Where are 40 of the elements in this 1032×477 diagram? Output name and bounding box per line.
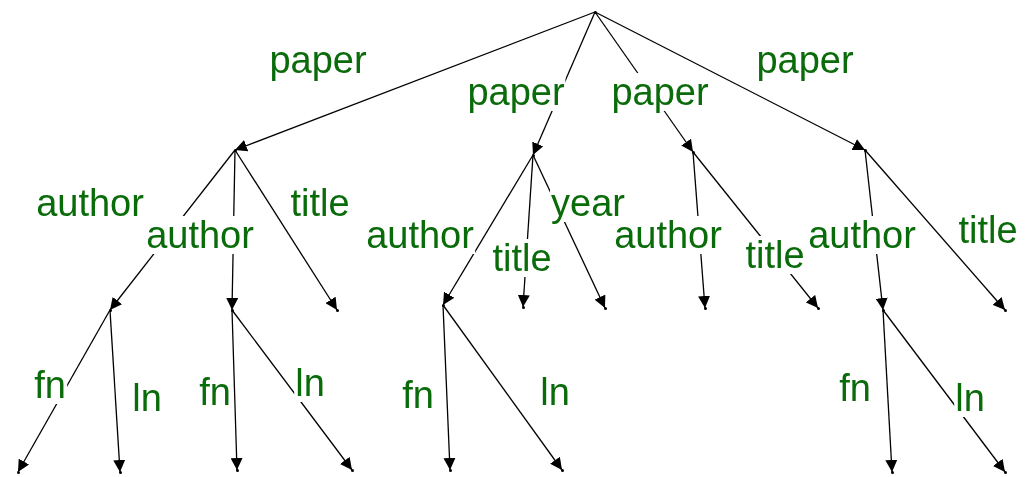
branch-point xyxy=(350,468,354,472)
branch-point xyxy=(703,306,707,310)
branch-point xyxy=(816,306,820,310)
branch-point xyxy=(863,148,867,152)
arrow xyxy=(864,149,1006,311)
branch-point xyxy=(448,468,452,472)
branch-point xyxy=(521,305,525,309)
arrow xyxy=(442,154,534,306)
branch-point xyxy=(118,470,122,474)
branch-point xyxy=(691,150,695,154)
branch-point xyxy=(890,470,894,474)
branch-point xyxy=(230,308,234,312)
edge-label: author xyxy=(145,216,255,254)
arrow xyxy=(882,309,898,473)
branch-point xyxy=(603,306,607,310)
branch-point xyxy=(233,148,237,152)
edge-label: title xyxy=(491,239,553,277)
branch-point xyxy=(881,308,885,312)
branch-point xyxy=(1003,470,1007,474)
branch-point xyxy=(335,308,339,312)
arrow xyxy=(882,309,1006,473)
branch-point xyxy=(560,468,564,472)
branch-point xyxy=(531,153,535,157)
arrow xyxy=(231,309,353,471)
branch-point xyxy=(593,10,597,14)
arrow xyxy=(109,309,126,473)
arrow xyxy=(442,304,563,471)
arrow xyxy=(234,11,596,152)
branch-point xyxy=(16,470,20,474)
arrow xyxy=(17,309,111,473)
branch-point xyxy=(235,468,239,472)
arrow xyxy=(594,11,866,151)
branch-point xyxy=(441,303,445,307)
arrow xyxy=(230,309,243,471)
arrow xyxy=(442,304,456,471)
edge-label: title xyxy=(744,236,806,274)
branch-point xyxy=(1003,308,1007,312)
arrow xyxy=(234,149,338,311)
branch-point xyxy=(108,308,112,312)
edge-label: author xyxy=(807,216,917,254)
